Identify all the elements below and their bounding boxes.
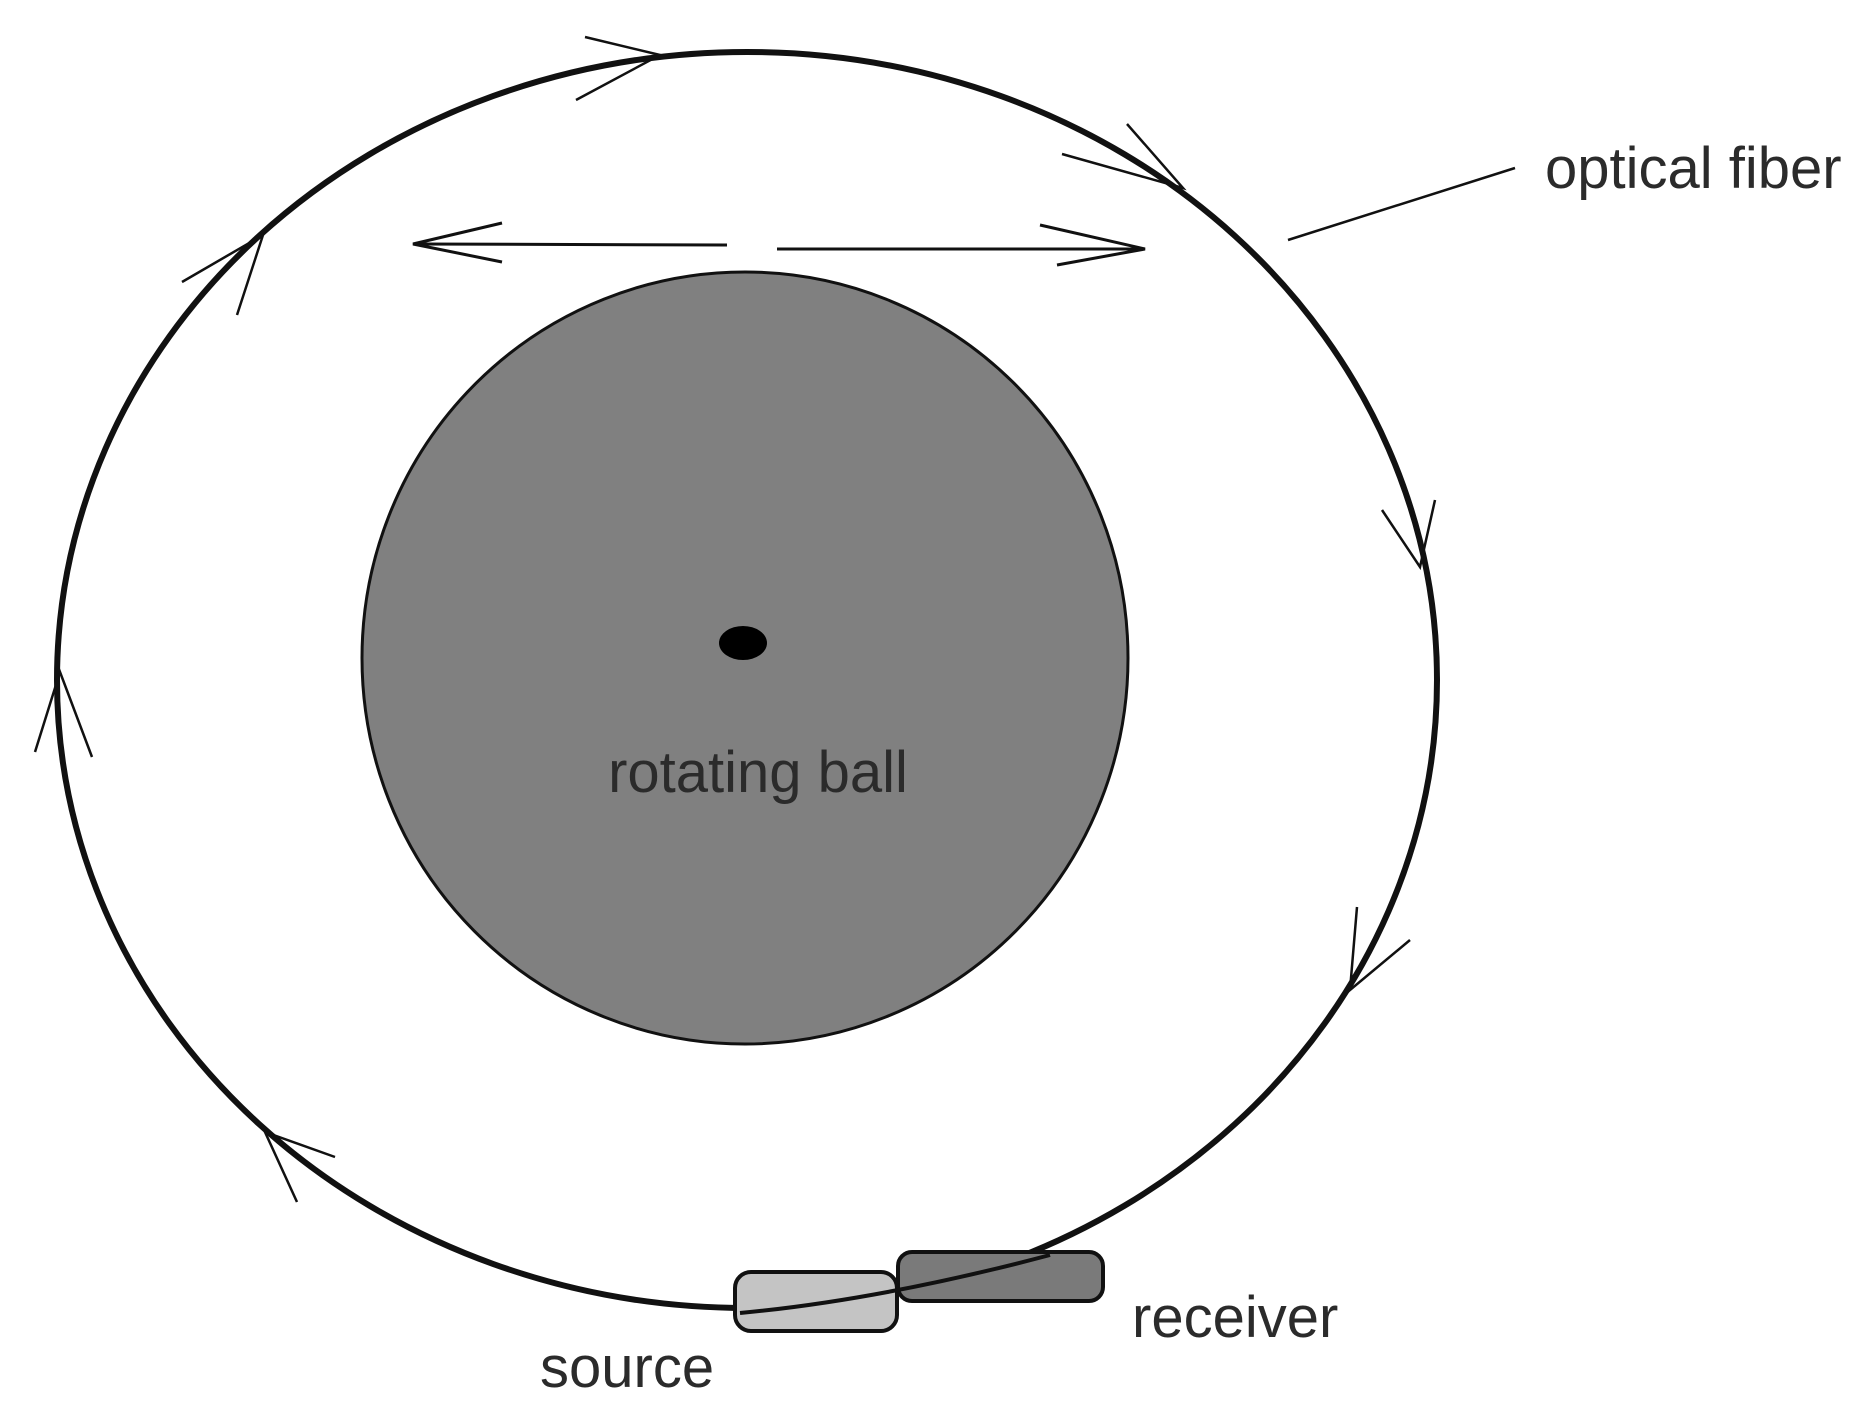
receiver-block xyxy=(896,1250,1105,1303)
rotation-arrow-left-head-icon xyxy=(412,221,503,264)
fiber-arrow-icon xyxy=(33,668,94,758)
optical-fiber-leader-line xyxy=(1287,166,1516,242)
rotating-ball-label: rotating ball xyxy=(608,740,908,805)
fiber-arrow-icon xyxy=(1380,499,1437,571)
source-block xyxy=(733,1270,899,1333)
fiber-direction-arrows xyxy=(33,35,1437,1203)
fiber-arrow-icon xyxy=(1348,906,1411,993)
rotation-arrow-left-shaft xyxy=(412,242,728,247)
rotation-direction-arrow xyxy=(412,221,1146,267)
fiber-arrow-icon xyxy=(181,232,266,316)
fiber-junction-segment xyxy=(739,1253,1051,1315)
receiver-label: receiver xyxy=(1132,1285,1338,1350)
rotation-arrow-right-head-icon xyxy=(1039,223,1146,267)
source-label: source xyxy=(540,1335,714,1400)
fiber-arrow-icon xyxy=(262,1129,336,1203)
fiber-arrow-icon xyxy=(575,35,664,102)
rotation-axis-dot xyxy=(719,626,767,660)
optical-fiber-label: optical fiber xyxy=(1545,136,1842,201)
fiber-arrow-icon xyxy=(1061,123,1187,191)
